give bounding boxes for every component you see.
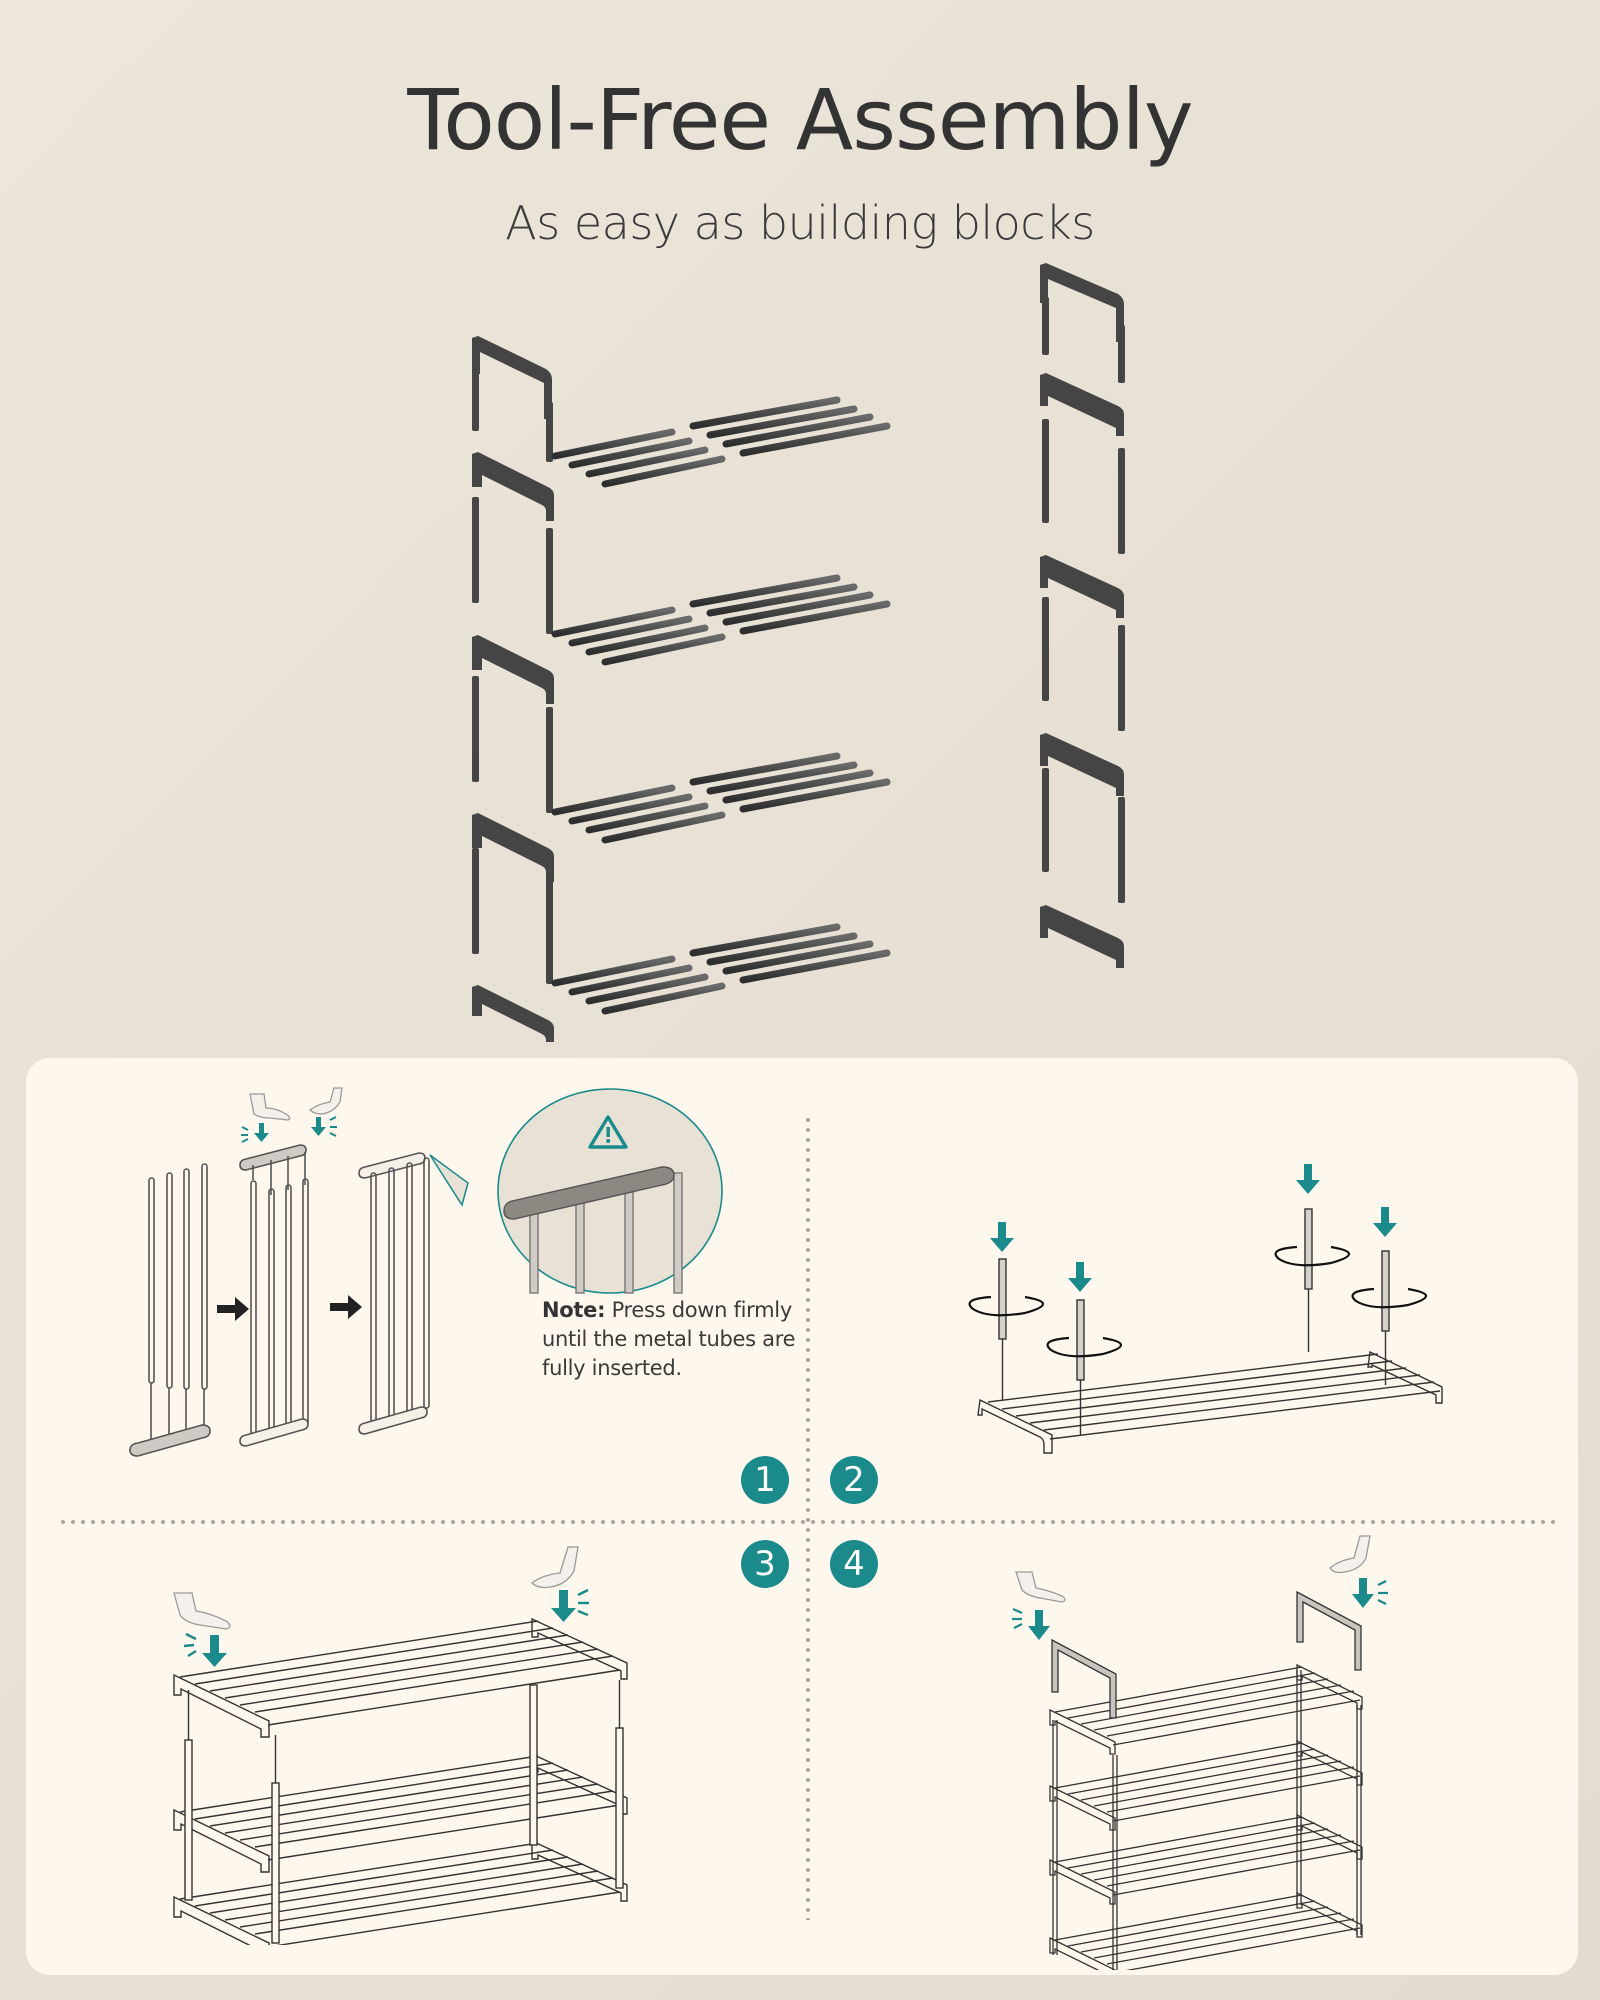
step-badge-2: 2 — [830, 1456, 878, 1504]
exploded-rack-diagram — [472, 263, 1125, 1042]
step-badge-1: 1 — [741, 1456, 789, 1504]
rotate-icon — [968, 1245, 1428, 1358]
shelf-tier-1 — [1049, 1663, 1363, 1755]
step-badge-3: 3 — [741, 1540, 789, 1588]
frame-with-top-connector — [239, 1144, 309, 1447]
bottom-shelf — [173, 1839, 628, 1945]
down-arrow-icon — [202, 1590, 576, 1667]
down-arrow-icon — [254, 1117, 326, 1142]
press-lines — [241, 1116, 337, 1143]
right-top-handle — [1040, 263, 1124, 342]
note-text: Press down firmly until the metal tubes … — [542, 1298, 796, 1380]
magnifier-callout — [429, 1088, 723, 1294]
right-arrow-icon — [217, 1297, 249, 1321]
assembly-note: Note: Press down firmly until the metal … — [542, 1296, 812, 1383]
left-top-handle — [472, 336, 552, 419]
down-arrow-icon — [990, 1164, 1397, 1292]
page-subtitle: As easy as building blocks — [505, 196, 1095, 250]
step-4-illustration — [1012, 1535, 1388, 1970]
right-arrow-icon — [330, 1295, 362, 1319]
warning-icon — [588, 1115, 628, 1149]
shelf-tubes — [551, 396, 891, 1015]
top-shelf — [173, 1617, 628, 1738]
loose-tubes — [129, 1163, 211, 1457]
note-label: Note: — [542, 1298, 606, 1322]
down-arrow-icon — [1028, 1578, 1374, 1640]
instructions-card — [26, 1058, 1578, 1975]
assembled-frame — [358, 1152, 430, 1435]
step-3-illustration — [173, 1546, 628, 1945]
hand-press-icon — [1015, 1535, 1371, 1603]
hand-press-icon — [249, 1087, 343, 1121]
step-badge-4: 4 — [830, 1540, 878, 1588]
vertical-divider — [806, 1115, 810, 1920]
hand-press-icon — [173, 1546, 579, 1630]
horizontal-divider — [58, 1520, 1560, 1524]
page-title: Tool-Free Assembly — [407, 71, 1193, 169]
middle-shelf — [173, 1752, 628, 1873]
step-1-illustration — [129, 1087, 723, 1457]
step-2-illustration — [968, 1164, 1443, 1454]
